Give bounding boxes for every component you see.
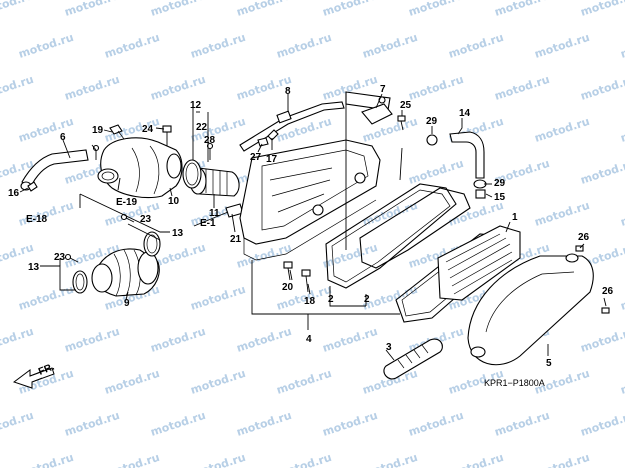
callout-29-upper: 29 [426, 116, 438, 127]
callout-15: 15 [494, 192, 506, 203]
callout-2a: 2 [328, 294, 334, 305]
bolt-part-20 [283, 261, 293, 281]
clip-part-16 [27, 181, 38, 192]
callout-23-lower: 23 [54, 252, 66, 263]
elbow-part-29-upper [426, 134, 438, 146]
callout-24: 24 [142, 124, 154, 135]
clamp-part-22 [182, 159, 202, 189]
gasket-part-2-inner [359, 187, 471, 269]
screw-part-19 [109, 124, 125, 140]
screw-part-25 [397, 115, 406, 131]
callout-17: 17 [266, 154, 278, 165]
air-filter-element-part-1 [437, 225, 521, 301]
bolt-part-24 [162, 125, 172, 146]
callout-16: 16 [8, 188, 20, 199]
callout-29-lower: 29 [494, 178, 506, 189]
reference-labels: E-18 E-19 E-1 [26, 197, 216, 229]
callout-20: 20 [282, 282, 294, 293]
pin-part-18-left [92, 144, 100, 160]
callout-25: 25 [400, 100, 412, 111]
tube-part-14 [449, 131, 485, 179]
drain-tube-part-3 [383, 338, 443, 380]
callout-12: 12 [190, 100, 202, 111]
ref-e19: E-19 [116, 197, 138, 208]
screw-part-28 [206, 142, 214, 160]
callout-27: 27 [250, 152, 262, 163]
callout-6: 6 [60, 132, 66, 143]
ref-e1: E-1 [200, 218, 216, 229]
direction-label: FR. [37, 361, 56, 377]
intake-duct-part-9 [91, 248, 160, 297]
diagram-code: KPR1−P1800A [484, 378, 545, 388]
callout-18: 18 [304, 296, 316, 307]
callout-1: 1 [512, 212, 518, 223]
bolt-part-18-case [301, 269, 311, 293]
callout-19: 19 [92, 125, 104, 136]
breather-tube-part-6 [20, 149, 89, 191]
screw-part-23-upper [120, 213, 135, 223]
callout-labels: 1 2 2 3 4 5 6 7 8 9 10 11 12 13 13 14 15… [8, 84, 614, 369]
callout-5: 5 [546, 358, 552, 369]
screw-part-26-upper [575, 245, 584, 252]
clip-part-27 [257, 137, 269, 147]
callout-26-lower: 26 [602, 286, 614, 297]
callout-13-lower: 13 [28, 262, 40, 273]
screw-part-26-lower [601, 307, 610, 314]
clamp-part-13-lower [72, 270, 88, 294]
connecting-tube-part-10 [97, 137, 183, 199]
callout-23-upper: 23 [140, 214, 152, 225]
air-cleaner-cover-part-5 [467, 253, 594, 366]
callout-4: 4 [306, 334, 312, 345]
callout-14: 14 [459, 108, 471, 119]
callout-22: 22 [196, 122, 208, 133]
callout-11: 11 [209, 208, 220, 219]
callout-8: 8 [285, 86, 291, 97]
callout-21: 21 [230, 234, 242, 245]
callout-9: 9 [124, 298, 130, 309]
clip-part-17 [267, 129, 279, 141]
front-direction-arrow-icon: FR. [12, 361, 56, 389]
callout-2b: 2 [364, 294, 370, 305]
callout-28: 28 [204, 135, 216, 146]
ref-e18: E-18 [26, 214, 48, 225]
callout-26-upper: 26 [578, 232, 590, 243]
gasket-part-2-outer [325, 183, 457, 289]
screw-part-23-lower [64, 253, 79, 263]
callout-13-upper: 13 [172, 228, 184, 239]
callout-7: 7 [380, 84, 386, 95]
callout-10: 10 [168, 196, 180, 207]
plug-part-15 [475, 189, 486, 199]
callout-3: 3 [386, 342, 392, 353]
leader-lines [19, 92, 607, 361]
air-cleaner-case-part-4 [239, 91, 391, 261]
